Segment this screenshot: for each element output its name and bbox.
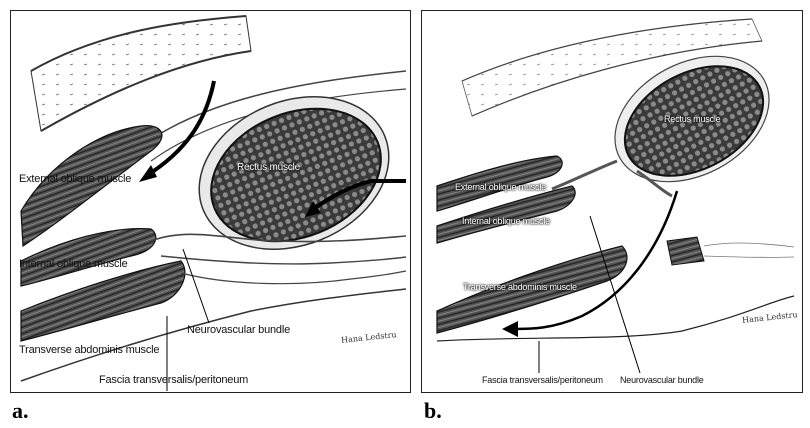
label-transverse-abdominis-a: Transverse abdominis muscle xyxy=(19,344,159,356)
label-rectus-a: Rectus muscle xyxy=(237,162,300,173)
label-external-oblique-a: External oblique muscle xyxy=(19,173,131,185)
label-external-oblique-b: External oblique muscle xyxy=(455,182,546,192)
panel-letter-a: a. xyxy=(12,398,29,424)
label-internal-oblique-a: Internal oblique muscle xyxy=(19,258,128,270)
label-transverse-abdominis-b: Transverse abdominis muscle xyxy=(463,282,577,292)
panel-b-drawing xyxy=(422,11,803,393)
panel-b-illustration: Rectus muscle External oblique muscle In… xyxy=(421,10,803,393)
label-internal-oblique-b: Internal oblique muscle xyxy=(462,216,550,226)
label-fascia-a: Fascia transversalis/peritoneum xyxy=(99,374,248,386)
label-neurovascular-a: Neurovascular bundle xyxy=(187,324,290,336)
label-neurovascular-b: Neurovascular bundle xyxy=(620,375,704,385)
label-fascia-b: Fascia transversalis/peritoneum xyxy=(482,375,603,385)
label-rectus-b: Rectus muscle xyxy=(664,114,720,124)
panel-a-illustration: External oblique muscle Internal oblique… xyxy=(10,10,411,393)
panel-letter-b: b. xyxy=(424,398,442,424)
